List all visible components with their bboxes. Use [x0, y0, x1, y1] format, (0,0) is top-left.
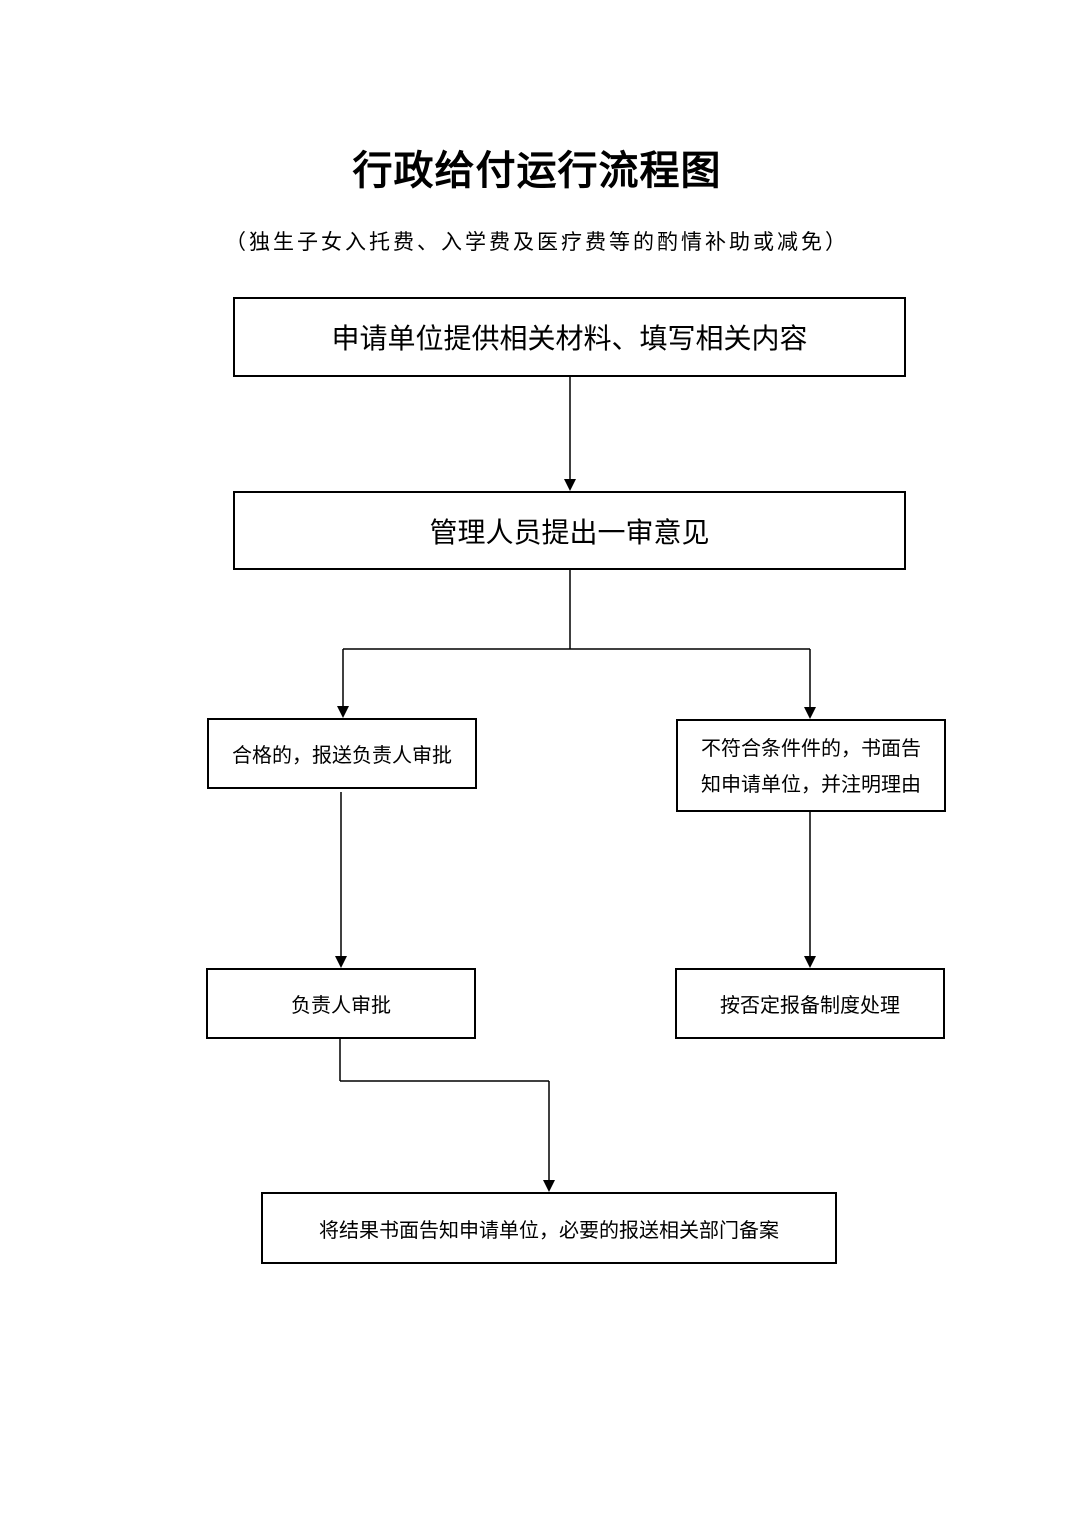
step-first-review-label: 管理人员提出一审意见 — [429, 515, 710, 549]
step-unqualified: 不符合条件件的，书面告知申请单位，并注明理由 — [676, 719, 946, 812]
page-title: 行政给付运行流程图 — [352, 147, 722, 194]
step-first-review: 管理人员提出一审意见 — [233, 491, 906, 570]
step-rejection-filing: 按否定报备制度处理 — [675, 968, 945, 1039]
step-submit-label: 申请单位提供相关材料、填写相关内容 — [331, 322, 808, 355]
step-qualified: 合格的，报送负责人审批 — [207, 718, 477, 789]
step-approval: 负责人审批 — [206, 968, 476, 1039]
page-subtitle: （独生子女入托费、入学费及医疗费等的酌情补助或减免） — [225, 230, 849, 254]
step-approval-label: 负责人审批 — [291, 993, 391, 1017]
step-unqualified-label: 不符合条件件的，书面告知申请单位，并注明理由 — [701, 735, 921, 796]
step-submit-materials: 申请单位提供相关材料、填写相关内容 — [233, 297, 906, 377]
step-notify-result: 将结果书面告知申请单位，必要的报送相关部门备案 — [261, 1192, 837, 1264]
step-qualified-label: 合格的，报送负责人审批 — [232, 743, 452, 767]
step-notify-label: 将结果书面告知申请单位，必要的报送相关部门备案 — [319, 1217, 779, 1242]
step-rejection-filing-label: 按否定报备制度处理 — [720, 993, 900, 1017]
